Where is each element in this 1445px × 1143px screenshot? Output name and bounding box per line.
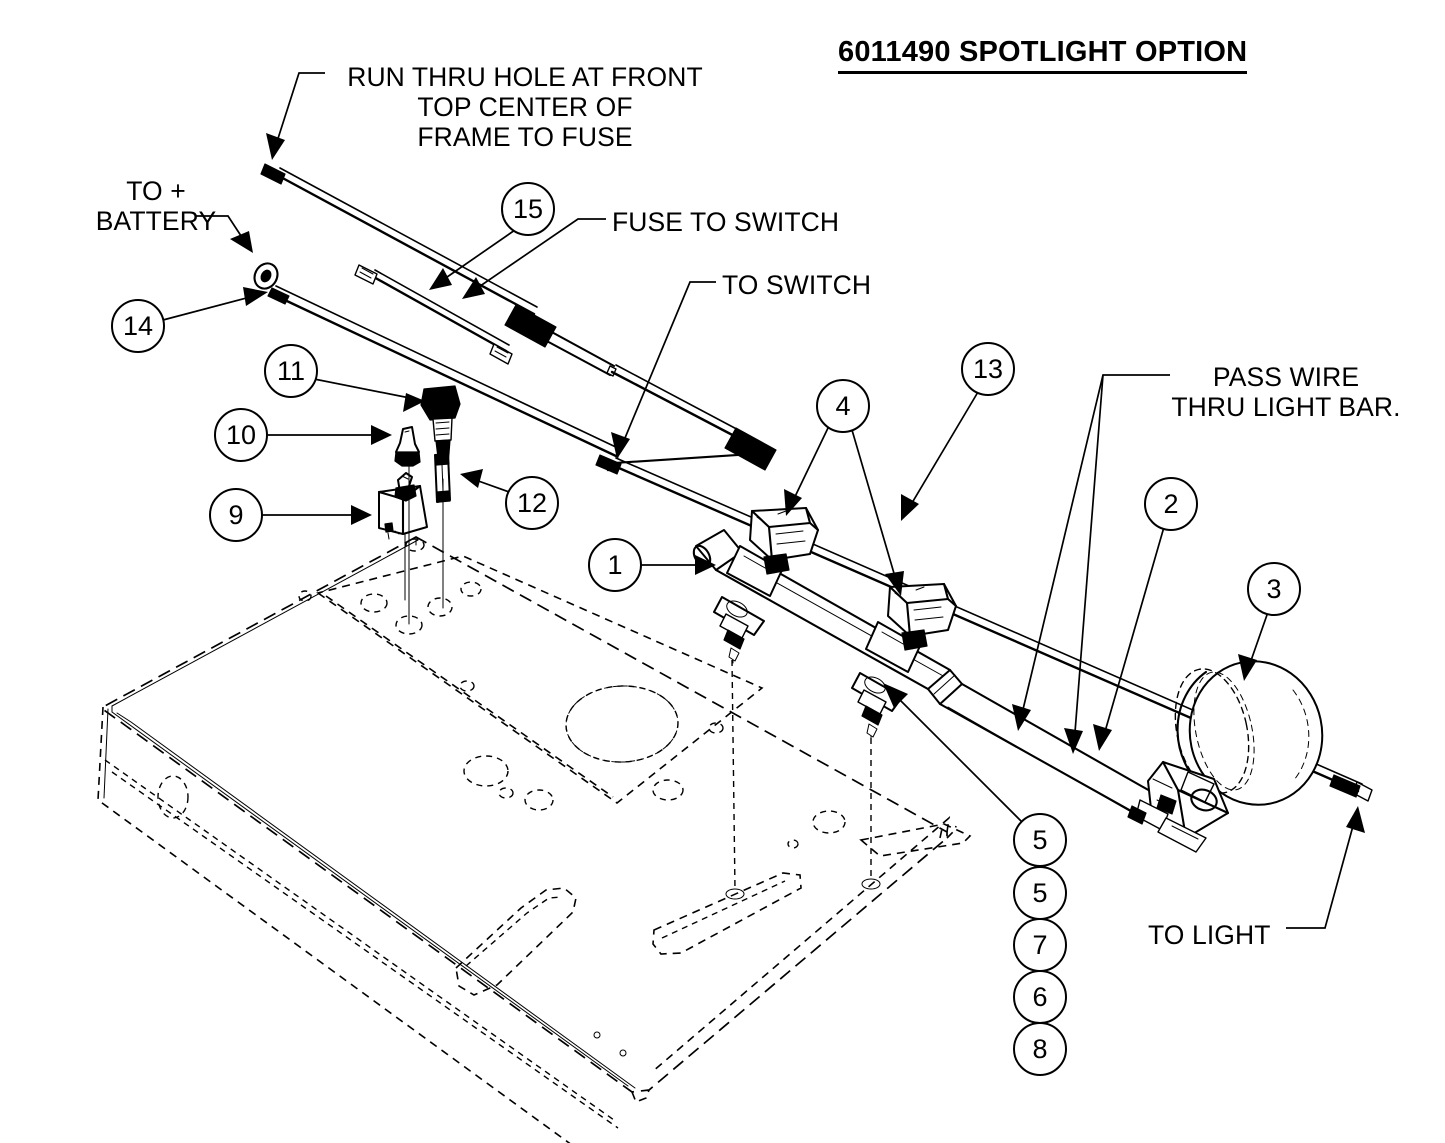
- harness-strand-lower: [606, 466, 613, 472]
- clamp-assembly-1: [713, 506, 820, 664]
- spotlight-lamp: [1127, 660, 1324, 853]
- inline-fuse-holder: [504, 304, 777, 471]
- page-title: 6011490 SPOTLIGHT OPTION: [838, 36, 1248, 74]
- spotlight-bracket: [1127, 760, 1230, 853]
- annotation-pass-wire: PASS WIRE THRU LIGHT BAR.: [1171, 362, 1401, 422]
- annotation-to-light: TO LIGHT: [1148, 920, 1271, 950]
- annotation-fuse-to-switch: FUSE TO SWITCH: [612, 207, 840, 237]
- annotation-run-thru-hole: RUN THRU HOLE AT FRONT TOP CENTER OF FRA…: [347, 62, 703, 152]
- run-thru-hole-wire: [260, 163, 538, 316]
- balloon-circles: [111, 182, 1301, 1076]
- deck-panel: [97, 536, 972, 1143]
- leader-lines: [162, 72, 1365, 929]
- switch-boot-part: [394, 426, 421, 467]
- annotation-to-switch: TO SWITCH: [722, 270, 872, 300]
- clamp-assembly-2: [851, 582, 958, 740]
- toggle-switch-part: [377, 472, 428, 540]
- light-bar-assembly: [692, 506, 1197, 900]
- fuse-to-switch-wire: [354, 264, 513, 365]
- switch-parts-group: [377, 385, 461, 625]
- battery-lead-wire: [253, 262, 621, 458]
- annotation-to-battery: TO + BATTERY: [95, 176, 217, 236]
